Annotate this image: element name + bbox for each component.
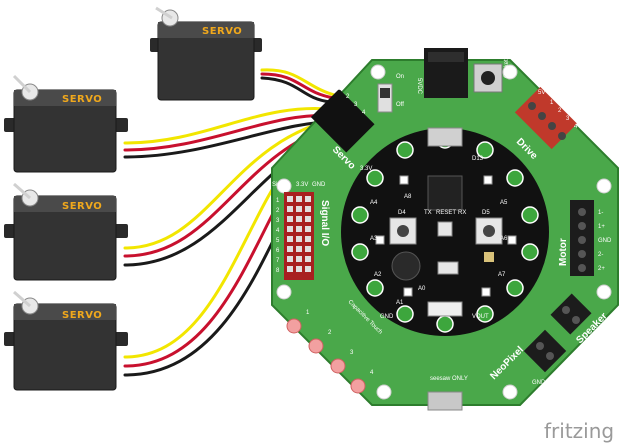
servo-top: SERVO [150,6,262,101]
servo-2: SERVO [4,74,128,173]
cpx-label: A3 [370,236,378,242]
signal-pin: 2 [276,208,280,214]
servo-number: 3 [354,102,358,108]
signal-pin: 1 [276,198,280,204]
power-jack-label: 5VDC [416,78,422,95]
drive-pin: 2 [558,108,562,114]
cpx-label: A2 [374,272,382,278]
power-off-label: Off [396,102,404,108]
touch-pin: 3 [350,350,354,356]
signal-io-header: Signal 3.3V GND 1 2 3 4 5 6 7 8 Signal I… [272,182,330,280]
drive-pin: 4 [574,124,578,130]
cpx-label: D5 [482,210,490,216]
cpx-label: RESET [436,210,456,216]
cpx-label: A4 [370,200,378,206]
servo-label: SERVO [202,26,242,37]
power-switch: On Off [377,74,404,113]
drive-pin: 5V [538,90,545,96]
mounting-holes [276,64,612,400]
motor-label: Motor [558,238,569,266]
cpx-label: A1 [396,300,404,306]
signal-pin: 4 [276,228,280,234]
neopixel-pin: 5V [548,380,555,386]
motor-terminal: 1- 1+ GND 2- 2+ Motor [558,200,612,276]
cpx-label: A8 [404,194,412,200]
signal-pin: 6 [276,248,280,254]
seesaw-usb: seesaw ONLY [427,376,468,411]
cpx-label: TX [424,210,432,216]
cpx-label: A6 [500,236,508,242]
motor-pin: 1+ [598,224,605,230]
servo-label: SERVO [62,310,102,321]
touch-pin: 2 [328,330,332,336]
signal-header-label: Signal [272,182,289,188]
touch-pin: 1 [306,310,310,316]
signal-pin: 8 [276,268,280,274]
cpx-label: A0 [418,286,426,292]
cpx-pads [351,131,539,333]
motor-pin: GND [598,238,612,244]
touch-pin: 4 [370,370,374,376]
servo-number: 1 [338,86,342,92]
cpx-label: D4 [398,210,406,216]
signal-pin: 3 [276,218,280,224]
servo-number: 4 [362,110,366,116]
cpx-label: RX [458,210,466,216]
dc-power-jack: 5VDC [416,48,468,98]
cpx-label: VOUT [472,314,489,320]
servo-number: 2 [346,94,350,100]
neopixel-pin: GND [532,380,546,386]
signal-3v3-label: 3.3V [296,182,308,188]
cpx-label: 3.3V [360,166,372,172]
cpx-label: A5 [500,200,508,206]
signal-io-label: Signal I/O [319,200,330,246]
signal-pin: 5 [276,238,280,244]
seesaw-label: seesaw ONLY [430,376,468,382]
cpx-label: A7 [498,272,506,278]
circuit-playground: TX RESET RX D4 D5 A8 D13 A0 A1 A2 A3 A4 … [341,127,549,336]
servo-label: SERVO [62,94,102,105]
servo-3: SERVO [4,182,128,281]
crickit-board: On Off 5VDC Cricket Reset Servo 1 2 3 4 … [271,42,619,411]
motor-pin: 2+ [598,266,605,272]
cpx-label: D13 [472,156,484,162]
motor-pin: 1- [598,210,603,216]
signal-gnd-label: GND [312,182,326,188]
reset-label: Cricket Reset [504,42,510,78]
servo-4: SERVO [4,290,128,391]
drive-pin: 3 [566,116,570,122]
reset-button: Cricket Reset [473,42,510,93]
motor-pin: 2- [598,252,603,258]
power-on-label: On [396,74,404,80]
fritzing-watermark: fritzing [544,419,614,443]
drive-pin: 1 [550,100,554,106]
servo-label: SERVO [62,201,102,212]
cpx-label: GND [380,314,394,320]
signal-pin: 7 [276,258,280,264]
